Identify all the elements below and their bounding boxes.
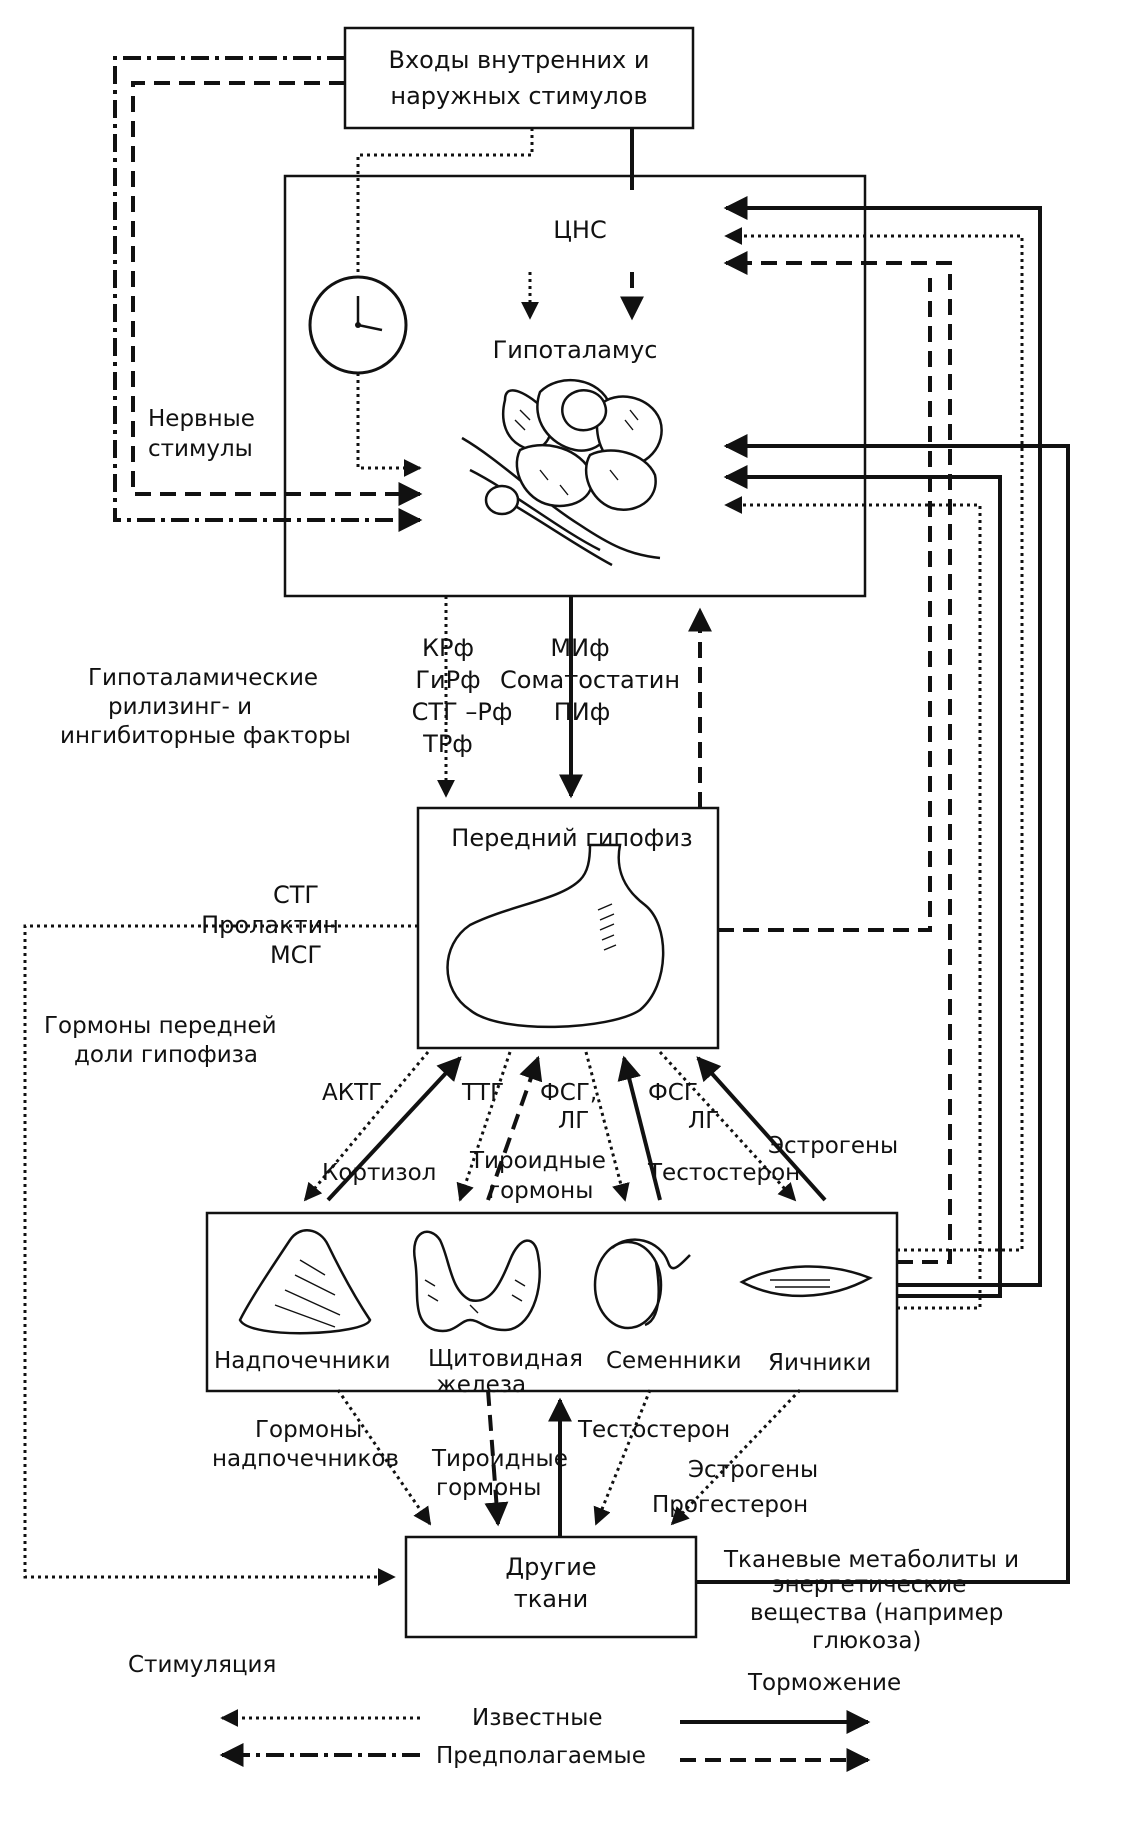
- metabolites-label-1: Тканевые метаболиты и: [723, 1547, 1019, 1573]
- legend-stimulation-label: Стимуляция: [128, 1652, 276, 1678]
- arrow-adrenal-hormones: [336, 1389, 432, 1526]
- ttg-label: ТТГ: [461, 1080, 504, 1106]
- cns-label: ЦНС: [553, 216, 606, 244]
- metabolites-label-3: вещества (например: [750, 1600, 1003, 1626]
- anterior-pituitary-icon: [446, 843, 665, 1029]
- factor-pif: ПИф: [554, 698, 611, 726]
- anterior-pituitary-label: Передний гипофиз: [451, 824, 692, 852]
- gland-adrenals-label: Надпочечники: [214, 1348, 391, 1374]
- factor-somatostatin: Соматостатин: [500, 666, 680, 694]
- feedback-gland-solid-bottom: [723, 465, 1002, 1298]
- arrow-pituitary-to-tissues: [23, 924, 418, 1586]
- releasing-factors-label-1: Гипоталамические: [88, 665, 318, 691]
- factor-trf: ТРф: [422, 730, 473, 758]
- arrow-testosterone-down: [593, 1389, 652, 1526]
- line-inputs-to-hypothalamus-assumed-1: [113, 56, 423, 532]
- line-inputs-to-hypothalamus-assumed-2: [131, 81, 423, 506]
- thyroid-hormones-up-label-2: гормоны: [488, 1178, 593, 1204]
- arrow-cortisol: [326, 1056, 462, 1202]
- other-tissues-label-2: ткани: [514, 1585, 588, 1613]
- thyroid-hormones-down-label-1: Тироидные: [431, 1446, 568, 1472]
- legend-inhibition-label: Торможение: [747, 1670, 901, 1696]
- testis-icon: [593, 1238, 691, 1330]
- arrow-estrogens-down: [670, 1388, 802, 1526]
- feedback-gland-dotted-bottom: [724, 496, 982, 1310]
- stg-label: СТГ: [273, 881, 319, 909]
- feedback-gland-dashed-top: [723, 251, 952, 1264]
- estrogens-up-label: Эстрогены: [768, 1133, 898, 1159]
- arrow-fsg-lg-2: [658, 1050, 797, 1202]
- cortisol-label: Кортизол: [322, 1160, 436, 1186]
- releasing-factors-label-2: рилизинг- и: [108, 694, 252, 720]
- factor-krf: КРф: [422, 634, 474, 662]
- inputs-label-1: Входы внутренних и: [389, 46, 650, 74]
- adrenal-hormones-label-1: Гормоны: [255, 1417, 362, 1443]
- gland-thyroid-label-1: Щитовидная: [428, 1346, 583, 1372]
- anterior-hormones-label-2: доли гипофиза: [74, 1042, 258, 1068]
- clock-icon: [308, 275, 408, 375]
- testosterone-down-label: Тестостерон: [577, 1417, 730, 1443]
- thyroid-gland-icon: [412, 1230, 541, 1333]
- arrow-ttg: [456, 1051, 512, 1202]
- actg-label: АКТГ: [322, 1080, 382, 1106]
- arrow-fsg-lg-1: [584, 1051, 630, 1202]
- nerve-stimuli-label-2: стимулы: [148, 436, 253, 462]
- fsg-lg-1-label-1: ФСГ,: [540, 1080, 597, 1106]
- legend-assumed-label: Предполагаемые: [436, 1743, 646, 1769]
- ovary-icon: [739, 1265, 873, 1297]
- arrow-thyroid-hormones-down: [484, 1389, 509, 1527]
- thyroid-hormones-up-label-1: Тироидные: [469, 1148, 606, 1174]
- feedback-pituitary-dashed: [718, 278, 932, 932]
- gland-testes-label: Семенники: [606, 1348, 742, 1374]
- progesterone-label: Прогестерон: [652, 1492, 808, 1518]
- anterior-hormones-label-1: Гормоны передней: [44, 1013, 277, 1039]
- legend-known-label: Известные: [472, 1705, 603, 1731]
- thyroid-hormones-down-label-2: гормоны: [436, 1475, 541, 1501]
- gland-thyroid-label-2: железа: [436, 1372, 526, 1398]
- inputs-box: [343, 26, 695, 130]
- nerve-stimuli-label-1: Нервные: [148, 406, 255, 432]
- fsg-lg-1-label-2: ЛГ: [558, 1108, 589, 1134]
- factor-girf: ГиРф: [415, 666, 480, 694]
- metabolites-label-2: энергетические: [772, 1572, 966, 1598]
- hypothalamus-label: Гипоталамус: [493, 336, 658, 364]
- testosterone-up-label: Тестостерон: [647, 1160, 800, 1186]
- arrow-testosterone-up: [617, 1055, 662, 1201]
- fsg-lg-2-label-2: ЛГ: [688, 1108, 719, 1134]
- other-tissues-box: [404, 1535, 698, 1639]
- feedback-gland-dotted-top: [724, 227, 1024, 1252]
- feedback-gland-solid-top: [723, 196, 1042, 1287]
- arrow-estrogens-up: [696, 1056, 827, 1202]
- arrow-thyroid-hormones-up: [486, 1055, 543, 1201]
- other-tissues-label-1: Другие: [505, 1553, 596, 1581]
- fsg-lg-2-label-1: ФСГ: [648, 1080, 698, 1106]
- factor-stg-rf: СТГ –Рф: [412, 698, 513, 726]
- prolactin-label: Пролактин: [201, 911, 339, 939]
- hypothalamus-brain-icon: [461, 378, 663, 567]
- feedback-metabolites: [696, 434, 1070, 1584]
- estrogens-down-label: Эстрогены: [688, 1457, 818, 1483]
- releasing-factors-label-3: ингибиторные факторы: [60, 723, 351, 749]
- factor-mif: МИф: [550, 634, 609, 662]
- gland-ovaries-label: Яичники: [768, 1350, 871, 1376]
- line-inputs-to-clock: [356, 128, 534, 277]
- msg-label: МСГ: [270, 941, 322, 969]
- metabolites-label-4: глюкоза): [812, 1628, 921, 1654]
- inputs-label-2: наружных стимулов: [390, 82, 647, 110]
- adrenal-hormones-label-2: надпочечников: [212, 1446, 399, 1472]
- adrenal-gland-icon: [238, 1229, 372, 1335]
